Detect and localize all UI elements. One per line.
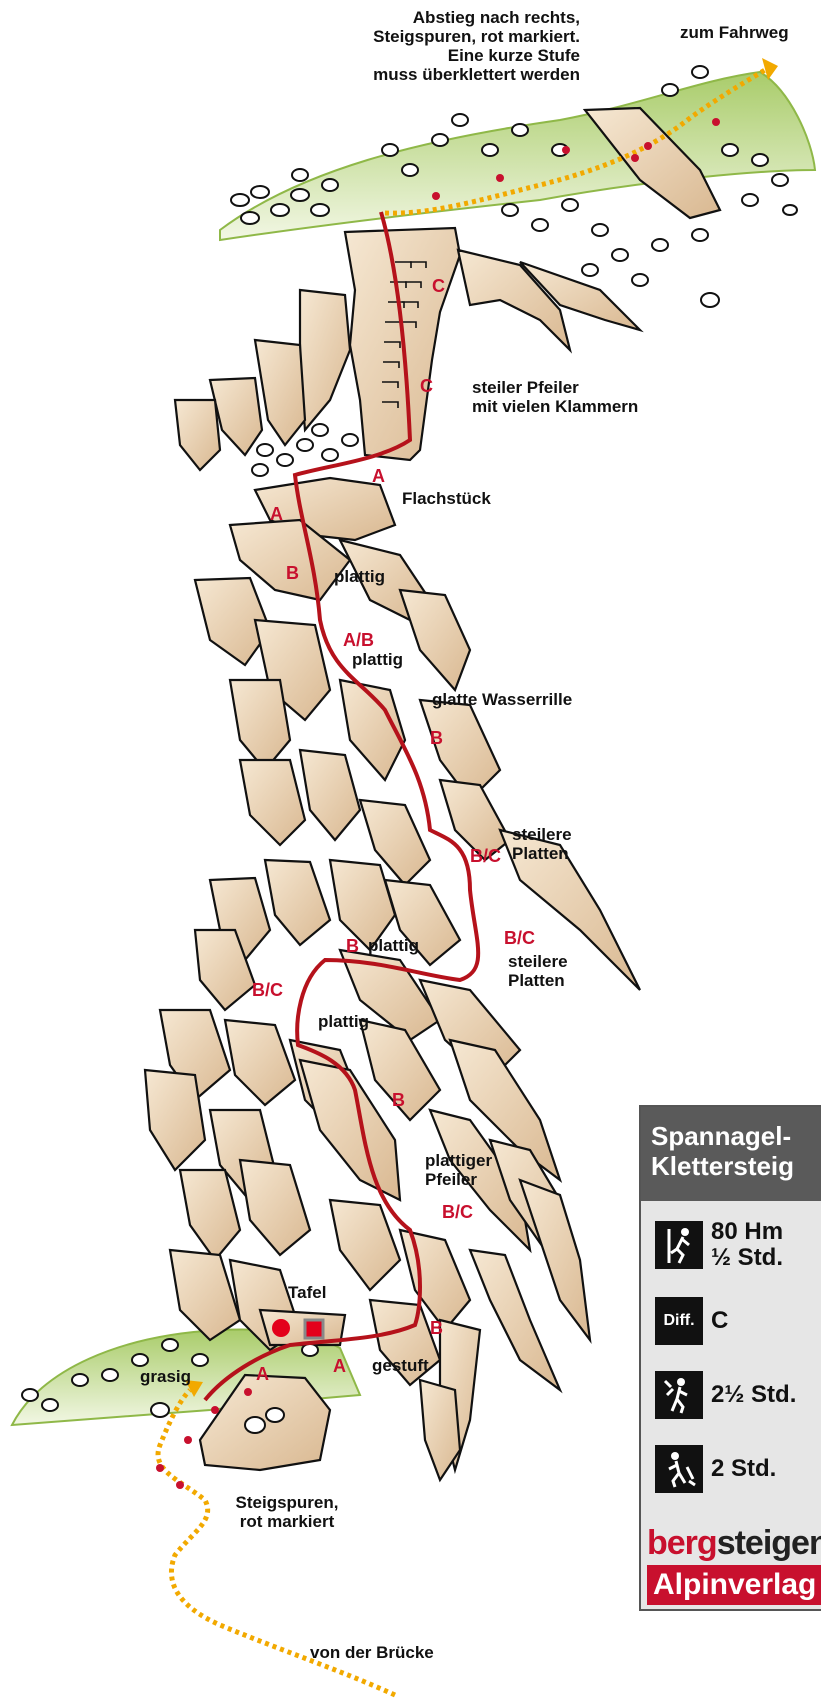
ascent-value: 80 Hm ½ Std. — [711, 1218, 784, 1271]
climber-icon — [655, 1221, 703, 1269]
brand-logo: bergsteigen — [647, 1524, 821, 1563]
grade-label: A — [256, 1364, 269, 1384]
approach-path — [155, 67, 767, 1698]
label-from-bridge: von der Brücke — [310, 1643, 434, 1662]
grade-label: B — [430, 728, 443, 748]
label-trail: Steigspuren, rot markiert — [235, 1493, 339, 1531]
grade-label: B/C — [252, 980, 283, 1000]
label-steep-pillar: steiler Pfeiler mit vielen Klammern — [472, 378, 639, 416]
waymarks — [156, 118, 720, 1489]
grade-label: B — [346, 936, 359, 956]
grade-label: B — [392, 1090, 405, 1110]
rock-formations — [143, 106, 722, 1483]
scree-stones — [21, 65, 798, 1434]
sign-board-icon — [303, 1318, 325, 1340]
info-box: Spannagel- Klettersteig 80 Hm ½ Std. Dif… — [639, 1105, 821, 1611]
grade-label: B — [430, 1318, 443, 1338]
label-to-road: zum Fahrweg — [680, 23, 789, 42]
grade-label: C — [420, 376, 433, 396]
label-plattig-3: plattig — [368, 936, 419, 955]
hiker-up-icon — [655, 1371, 703, 1419]
label-plattig-2: plattig — [352, 650, 403, 669]
label-plattig-4: plattig — [318, 1012, 369, 1031]
label-stepped: gestuft — [372, 1356, 429, 1375]
grade-label: B/C — [442, 1202, 473, 1222]
approach-value: 2½ Std. — [711, 1381, 797, 1408]
info-difficulty: Diff. C — [655, 1297, 728, 1345]
info-descent: 2 Std. — [655, 1445, 776, 1493]
difficulty-value: C — [711, 1307, 729, 1334]
descent-value: 2 Std. — [711, 1455, 777, 1482]
grade-label: C — [432, 276, 445, 296]
approach-arrow-icon — [185, 1380, 203, 1397]
label-slabby-pillar: plattiger Pfeiler — [425, 1151, 493, 1189]
descent-arrow-icon — [762, 58, 778, 80]
route-start-marker — [272, 1319, 290, 1337]
label-steeper-slabs-2: steilere Platten — [508, 952, 568, 990]
label-descent: Abstieg nach rechts, Steigspuren, rot ma… — [373, 8, 580, 84]
label-grassy: grasig — [140, 1367, 192, 1386]
label-smooth-gully: glatte Wasserrille — [432, 690, 573, 709]
hiker-down-icon — [655, 1445, 703, 1493]
grade-label: B/C — [470, 846, 501, 866]
info-ascent: 80 Hm ½ Std. — [655, 1219, 783, 1271]
grade-label: B/C — [504, 928, 535, 948]
label-flat-section: Flachstück — [402, 489, 491, 508]
brand-red: berg — [647, 1524, 718, 1562]
grade-label: A — [372, 466, 385, 486]
route-line — [203, 211, 481, 1402]
grade-label: B — [286, 563, 299, 583]
publisher-logo: Alpinverlag — [647, 1565, 821, 1605]
info-title: Spannagel- Klettersteig — [641, 1107, 821, 1201]
grade-label: A/B — [343, 630, 374, 650]
label-plattig-1: plattig — [334, 567, 385, 586]
grade-label: A — [333, 1356, 346, 1376]
grade-label: A — [270, 504, 283, 524]
brand-dark: steigen — [716, 1524, 821, 1562]
info-approach: 2½ Std. — [655, 1371, 796, 1419]
label-sign: Tafel — [288, 1283, 327, 1302]
label-steeper-slabs-1: steilere Platten — [512, 825, 572, 863]
difficulty-badge: Diff. — [655, 1297, 703, 1345]
